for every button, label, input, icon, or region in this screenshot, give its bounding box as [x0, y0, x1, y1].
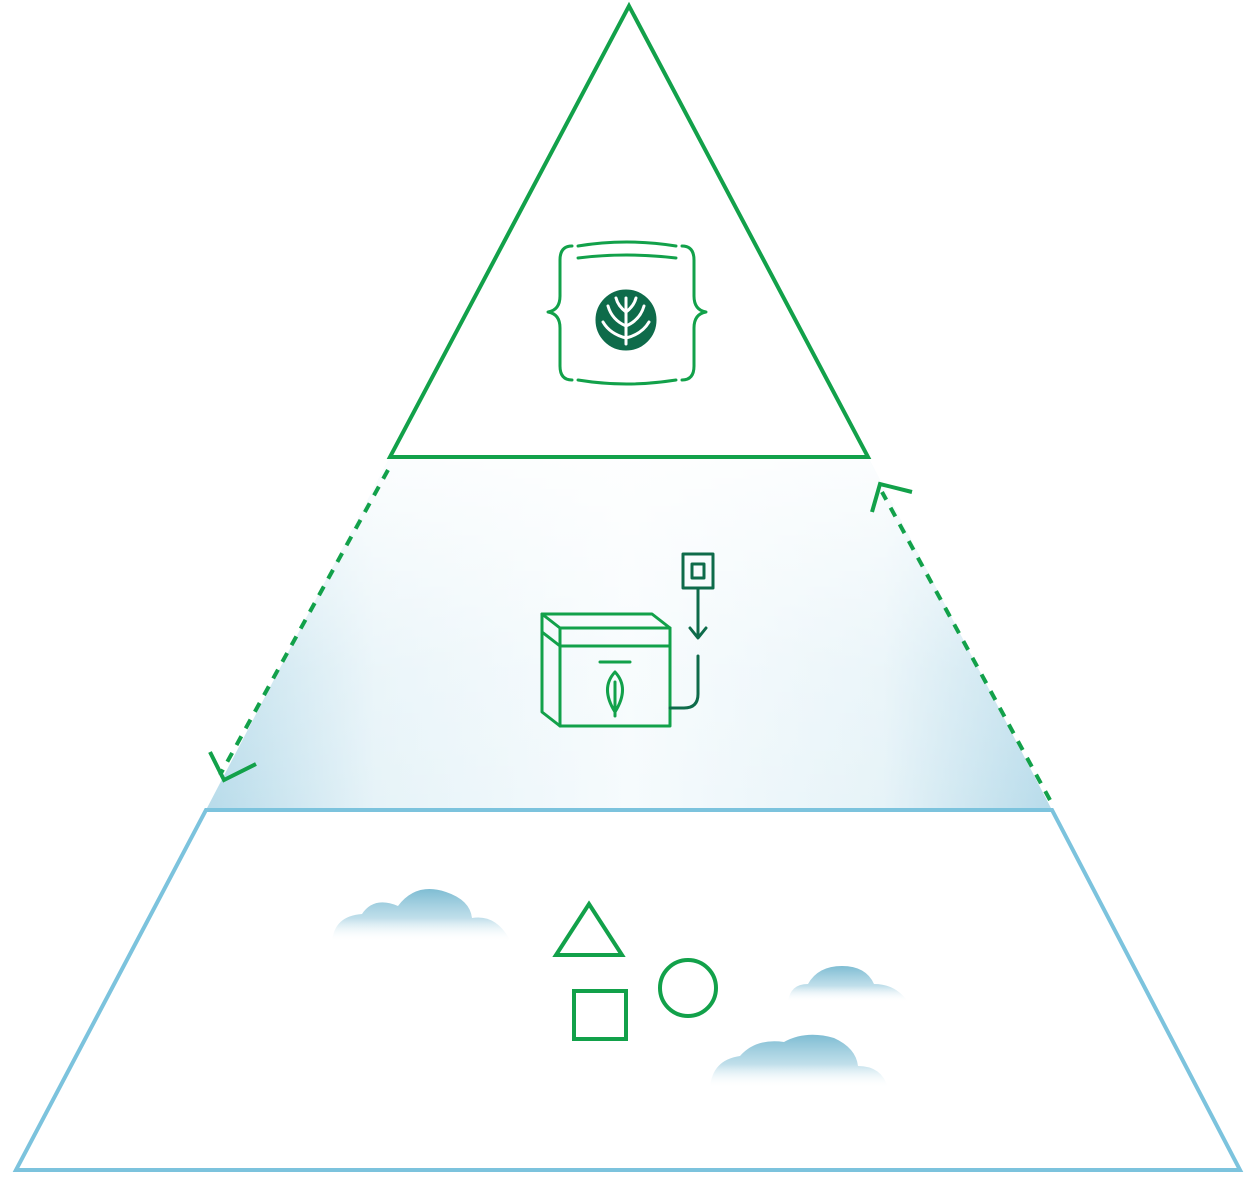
storage-box-plug-icon: [540, 552, 715, 728]
dashed-arrow-up-right: [870, 481, 1052, 801]
circle-shape: [658, 958, 718, 1018]
document-database-leaf-icon: [546, 240, 708, 386]
middle-tier: [206, 457, 1052, 810]
top-triangle-outline: [386, 1, 872, 459]
cloud-icon: [710, 1034, 888, 1088]
dashed-arrow-down-left: [208, 469, 390, 783]
top-tier: [386, 1, 872, 459]
cloud-icon: [332, 889, 510, 942]
middle-tier-fade: [206, 457, 1052, 810]
triangle-shape: [552, 900, 626, 957]
bottom-trapezoid-outline: [12, 808, 1244, 1172]
shapes-icon: [552, 900, 718, 1041]
bottom-tier: [12, 808, 1244, 1172]
square-shape: [572, 989, 628, 1041]
cloud-icon: [788, 966, 908, 1002]
